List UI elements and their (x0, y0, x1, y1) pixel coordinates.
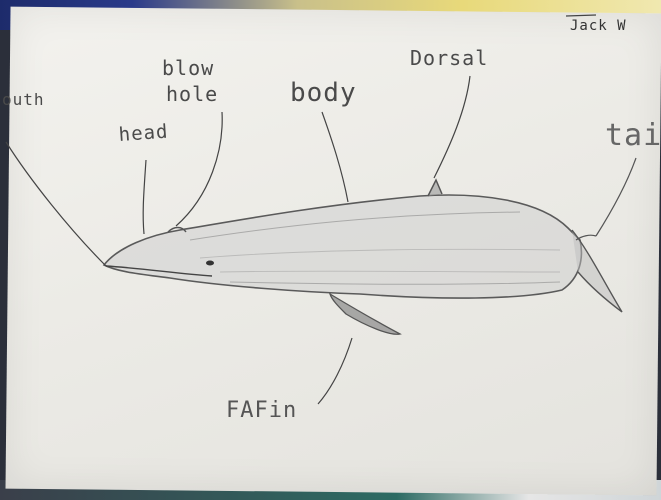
author-name: Jack W (570, 18, 627, 34)
tail-fluke (572, 230, 622, 312)
author-underline (566, 15, 596, 16)
whale-body (104, 195, 581, 298)
label-head: head (118, 121, 169, 146)
whale-eye (206, 261, 214, 266)
leader-line-tail (596, 158, 636, 236)
label-blowhole-line2: hole (166, 82, 218, 106)
leader-line-dorsal (434, 76, 470, 178)
label-body: body (290, 78, 357, 108)
label-tail: tail (605, 118, 661, 153)
dorsal-fin (428, 180, 442, 196)
leader-line-head (143, 160, 146, 234)
label-fin: FAFin (226, 398, 297, 423)
pectoral-fin (330, 294, 400, 334)
leader-line-blowhole (176, 112, 222, 226)
label-mouth: outh (2, 90, 45, 109)
leader-line-mouth (6, 142, 106, 266)
label-blowhole-line1: blow (162, 56, 214, 80)
leader-line-fin (318, 338, 352, 404)
label-dorsal: Dorsal (410, 46, 488, 70)
leader-line-body (322, 112, 348, 202)
